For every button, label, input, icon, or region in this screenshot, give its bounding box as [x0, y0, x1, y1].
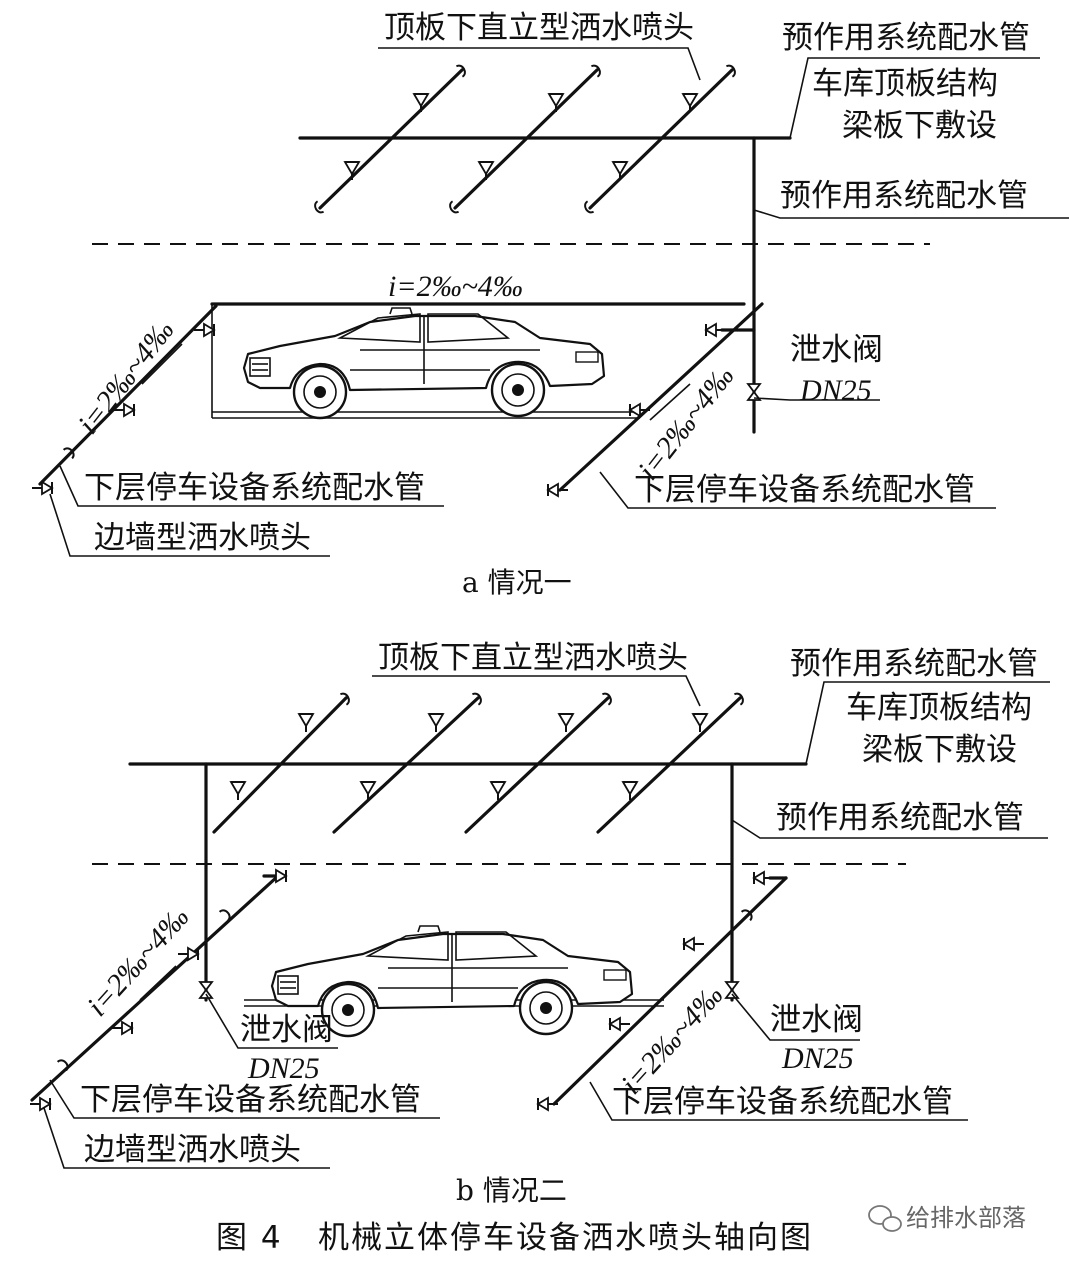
drain-valve-icon [199, 981, 213, 999]
sidewall-sprinkler-icon [629, 403, 651, 417]
lower-pipe-left [30, 874, 280, 1102]
drain-valve-icon [725, 981, 739, 999]
lower-pipe-left [38, 304, 218, 486]
label-main-pipe: 预作用系统配水管 [782, 20, 1030, 56]
watermark-text: 给排水部落 [906, 1204, 1026, 1232]
label-main-pipe-note2: 梁板下敷设 [862, 732, 1017, 768]
sidewall-sprinkler-icon [753, 871, 775, 885]
figure-number: 图 4 [216, 1220, 283, 1256]
lower-pipe-right [552, 876, 788, 1106]
label-riser-pipe: 预作用系统配水管 [780, 178, 1028, 214]
figure-title: 机械立体停车设备洒水喷头轴向图 [318, 1220, 813, 1256]
label-drain-valve-size: DN25 [799, 374, 872, 407]
label-sidewall-sprinkler: 边墙型洒水喷头 [84, 1132, 301, 1168]
label-drain-valve-right: 泄水阀 [770, 1002, 863, 1038]
branch-pipe [453, 68, 599, 210]
label-drain-valve-right-size: DN25 [781, 1042, 854, 1075]
label-drain-valve: 泄水阀 [790, 332, 883, 368]
lower-pipe-right [558, 302, 764, 492]
panel-b: 顶板下直立型洒水喷头 预作用系统配水管 车库顶板结构 梁板下敷设 预作用系统配水… [29, 640, 1050, 1207]
label-main-pipe: 预作用系统配水管 [790, 646, 1038, 682]
label-main-pipe-note1: 车库顶板结构 [812, 66, 998, 102]
label-lower-pipe-right: 下层停车设备系统配水管 [612, 1084, 953, 1120]
label-main-pipe-note1: 车库顶板结构 [846, 690, 1032, 726]
branch-pipe [588, 68, 734, 210]
label-main-pipe-note2: 梁板下敷设 [842, 108, 997, 144]
sidewall-sprinkler-icon [31, 481, 53, 495]
car-illustration [242, 306, 606, 420]
label-lower-pipe-right: 下层停车设备系统配水管 [634, 472, 975, 508]
label-slope-right: i=2‰~4‰ [615, 978, 730, 1100]
sidewall-sprinkler-icon [705, 323, 727, 337]
label-sidewall-sprinkler: 边墙型洒水喷头 [94, 520, 311, 556]
panel-a: 顶板下直立型洒水喷头 预作用系统配水管 车库顶板结构 梁板下敷设 预作用系统配水… [31, 10, 1069, 599]
label-riser-pipe: 预作用系统配水管 [776, 800, 1024, 836]
label-slope-right: i=2‰~4‰ [632, 360, 741, 487]
sidewall-sprinkler-icon [265, 869, 287, 883]
sidewall-sprinkler-icon [609, 1017, 631, 1031]
upright-sprinkler-icon [230, 713, 708, 801]
label-drain-valve-left-size: DN25 [247, 1052, 320, 1085]
label-lower-pipe-left: 下层停车设备系统配水管 [80, 1082, 421, 1118]
label-slope-top: i=2‰~4‰ [388, 270, 523, 303]
branch-pipe [318, 68, 464, 210]
label-ceiling-sprinkler: 顶板下直立型洒水喷头 [378, 640, 688, 676]
wechat-icon [868, 1205, 902, 1232]
label-lower-pipe-left: 下层停车设备系统配水管 [84, 470, 425, 506]
label-ceiling-sprinkler: 顶板下直立型洒水喷头 [384, 10, 694, 46]
sidewall-sprinkler-icon [537, 1097, 559, 1111]
caption-panel-a: a 情况一 [462, 566, 572, 599]
caption-panel-b: b 情况二 [456, 1174, 567, 1207]
label-drain-valve-left: 泄水阀 [240, 1012, 333, 1048]
watermark: 给排水部落 [868, 1204, 1026, 1232]
label-slope-left: i=2‰~4‰ [72, 314, 181, 441]
sidewall-sprinkler-icon [683, 937, 705, 951]
